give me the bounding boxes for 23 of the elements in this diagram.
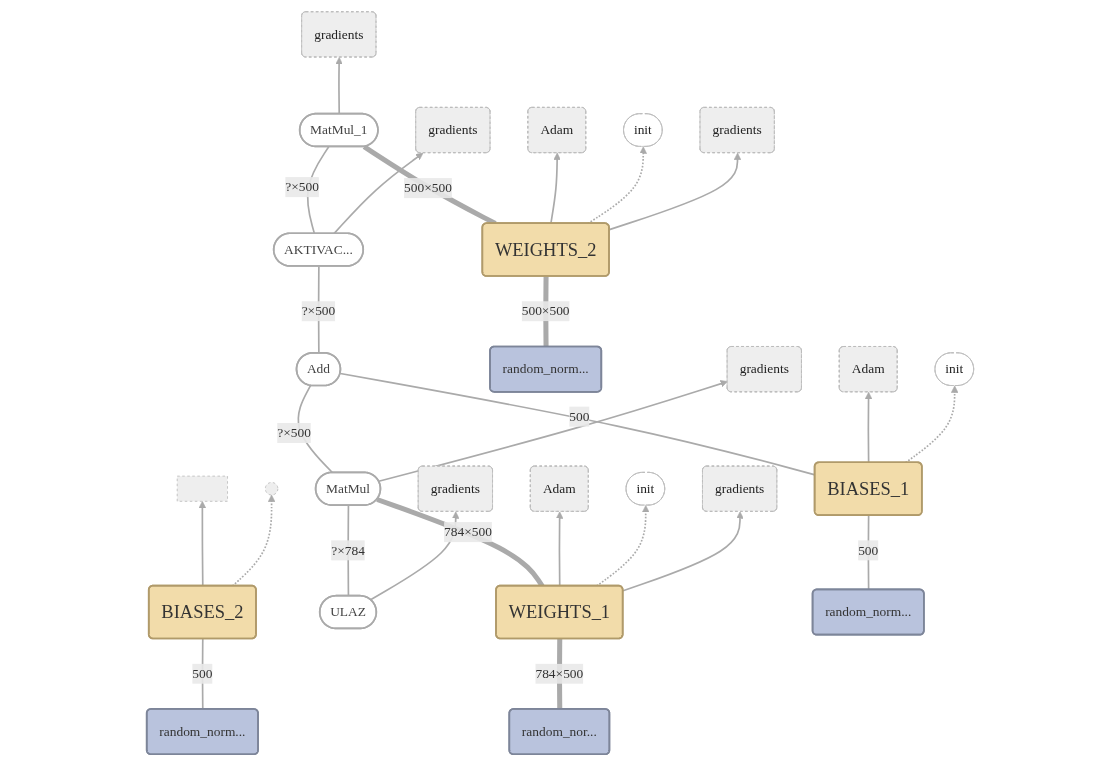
arrow <box>549 152 561 225</box>
edge-label: ?×500 <box>285 179 319 194</box>
edge-label: 500×500 <box>403 180 452 195</box>
edge-label: 500 <box>569 409 590 424</box>
arrow <box>335 57 343 115</box>
node-box <box>176 475 228 502</box>
edge-label: 500 <box>192 666 213 681</box>
edge-label: 500×500 <box>521 303 570 318</box>
arrow <box>555 511 564 587</box>
edge-label: 784×500 <box>535 666 584 681</box>
arrow <box>608 152 741 231</box>
arrow <box>377 380 728 483</box>
edge-label: 500 <box>857 542 879 558</box>
edge-label: ?×500 <box>277 425 311 440</box>
arrow <box>333 152 424 235</box>
arrow <box>864 391 873 464</box>
connector <box>867 514 870 591</box>
edge-label: ?×500 <box>301 303 336 318</box>
node-circle <box>264 482 279 496</box>
edge-label: 784×500 <box>443 524 492 539</box>
arrow <box>198 500 206 587</box>
arrow <box>622 511 744 592</box>
edge-label: ?×784 <box>331 542 365 558</box>
